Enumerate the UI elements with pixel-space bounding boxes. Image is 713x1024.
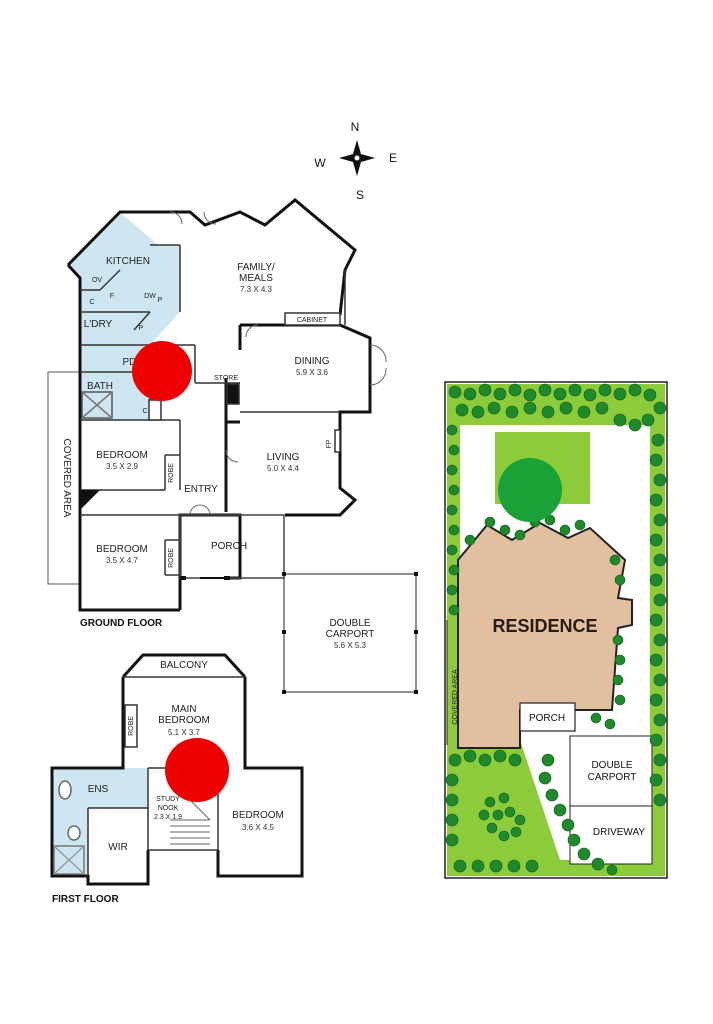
cabinet-label: CABINET (297, 317, 328, 324)
bath-label: BATH (87, 381, 113, 392)
red-marker-first-floor (165, 738, 229, 802)
compass-e: E (389, 151, 397, 165)
robe-2-label: ROBE (168, 548, 175, 568)
ground-floor-plan (47, 198, 418, 694)
main-bedroom-dim: 5.1 X 3.7 (168, 728, 201, 737)
fridge-label: F (110, 293, 114, 300)
carport-dim: 5.6 X 5.3 (334, 641, 367, 650)
living-label: LIVING (267, 452, 300, 463)
site-covered-area-label: COVERED AREA (452, 669, 459, 725)
main-bedroom-label-2: BEDROOM (158, 715, 210, 726)
bedroom-2-label: BEDROOM (96, 544, 148, 555)
family-meals-dim: 7.3 X 4.3 (240, 285, 273, 294)
carport-label-2: CARPORT (326, 629, 375, 640)
powder-room-label: PDR (122, 357, 143, 368)
first-floor-bedroom-dim: 3.6 X 4.5 (242, 823, 275, 832)
green-marker-site (498, 458, 562, 522)
ensuite-label: ENS (88, 784, 109, 795)
covered-area-label: COVERED AREA (61, 439, 72, 518)
family-meals-label-2: MEALS (239, 273, 273, 284)
residence-label: RESIDENCE (492, 616, 597, 636)
store-label: STORE (214, 375, 238, 382)
compass-w: W (314, 156, 326, 170)
carport-label-1: DOUBLE (329, 618, 370, 629)
walk-in-robe-label: WIR (108, 842, 127, 853)
robe-1-label: ROBE (168, 463, 175, 483)
dining-dim: 5.9 X 3.6 (296, 368, 329, 377)
first-floor-robe-label: ROBE (128, 716, 135, 736)
site-plan (444, 381, 668, 879)
site-carport-label-2: CARPORT (588, 772, 637, 783)
site-carport-label-1: DOUBLE (591, 760, 632, 771)
laundry-label: L'DRY (84, 319, 113, 330)
first-floor-bedroom-label: BEDROOM (232, 810, 284, 821)
bath-cupboard-label: C (142, 408, 147, 415)
compass-rose-icon (339, 140, 375, 176)
compass-s: S (356, 188, 364, 202)
pantry-label: P (158, 297, 163, 304)
cupboard-kitchen-label: C (89, 299, 94, 306)
main-bedroom-label-1: MAIN (172, 704, 197, 715)
site-porch-label: PORCH (529, 713, 565, 724)
first-floor-title: FIRST FLOOR (52, 894, 119, 905)
dining-label: DINING (295, 356, 330, 367)
ground-floor-title: GROUND FLOOR (80, 618, 163, 629)
laundry-p-label: P (139, 325, 144, 332)
dishwasher-label: DW (144, 293, 156, 300)
study-nook-label-2: NOOK (158, 805, 179, 812)
living-dim: 5.0 X 4.4 (267, 464, 300, 473)
study-nook-dim: 2.3 X 1.9 (154, 814, 182, 821)
red-marker-ground-floor (132, 341, 192, 401)
kitchen-label: KITCHEN (106, 256, 150, 267)
family-meals-label-1: FAMILY/ (237, 262, 275, 273)
bedroom-1-dim: 3.5 X 2.9 (106, 462, 139, 471)
first-floor-plan (50, 653, 304, 886)
study-nook-label-1: STUDY (156, 796, 180, 803)
fireplace-label: FP (326, 439, 333, 448)
balcony-label: BALCONY (160, 660, 208, 671)
entry-label: ENTRY (184, 484, 218, 495)
bedroom-2-dim: 3.5 X 4.7 (106, 556, 139, 565)
bedroom-1-label: BEDROOM (96, 450, 148, 461)
compass-n: N (351, 120, 360, 134)
driveway-label: DRIVEWAY (593, 827, 646, 838)
porch-label: PORCH (211, 541, 247, 552)
oven-label: OV (92, 277, 102, 284)
